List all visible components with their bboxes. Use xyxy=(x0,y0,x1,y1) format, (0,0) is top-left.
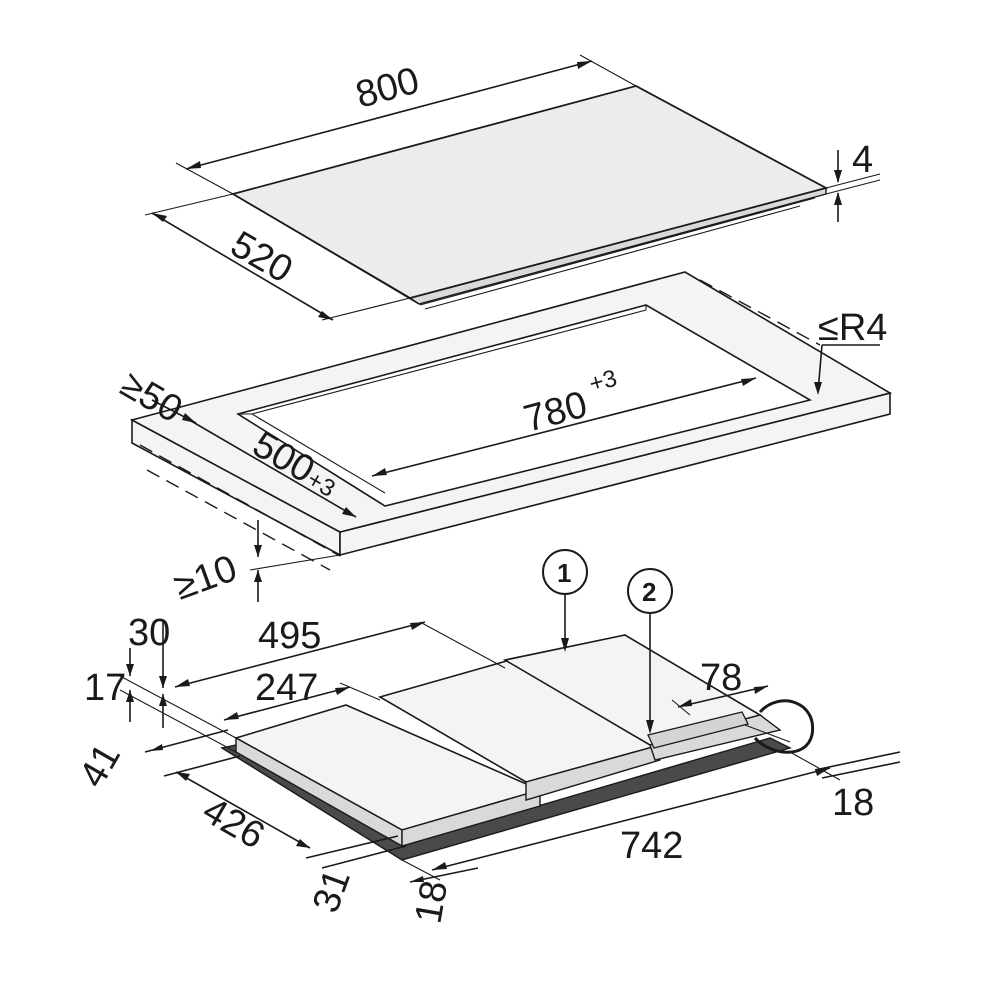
callout-2: 2 xyxy=(627,568,673,734)
dim-radius-label: ≤R4 xyxy=(818,307,887,349)
dim-30: 30 xyxy=(128,612,170,728)
hob-zone-left-front xyxy=(401,789,541,847)
dim-247-label: 247 xyxy=(255,667,318,709)
dim-520-label: 520 xyxy=(224,223,300,291)
dim-41-label: 41 xyxy=(71,737,129,795)
worktop-dash-front-2 xyxy=(146,469,331,571)
dim-78: 78 xyxy=(671,657,769,716)
dim-18-left: 18 xyxy=(408,867,479,927)
dim-800-line xyxy=(185,60,593,170)
dim-742-label: 742 xyxy=(620,825,683,867)
dim-cutout-length-tol: +3 xyxy=(586,365,619,398)
dim-41: 41 xyxy=(71,729,241,795)
worktop-dash-right xyxy=(699,279,821,346)
hob-zone-middle-front xyxy=(525,744,661,801)
dim-4-label: 4 xyxy=(852,139,873,181)
dim-520-line xyxy=(151,212,334,321)
dim-cutout-length-label: 780 xyxy=(519,384,591,441)
dim-247: 247 xyxy=(223,667,381,721)
dim-18-right: 18 xyxy=(814,751,901,824)
worktop-dash-front xyxy=(139,444,341,557)
dim-4: 4 xyxy=(825,139,881,222)
glass-panel xyxy=(230,85,829,310)
worktop-top-surface xyxy=(129,271,893,533)
dim-clearance-label: ≥10 xyxy=(169,547,243,608)
callout-2-label: 2 xyxy=(642,577,656,607)
power-cable xyxy=(753,699,815,754)
callout-1-label: 1 xyxy=(557,558,571,588)
dim-18-right-label: 18 xyxy=(832,782,874,824)
dim-78-label: 78 xyxy=(700,657,742,699)
callout-1: 1 xyxy=(542,549,588,652)
dim-426-label: 426 xyxy=(196,789,272,857)
control-unit xyxy=(647,711,749,749)
dim-495-label: 495 xyxy=(258,615,321,657)
hob-body xyxy=(220,634,815,861)
dim-18-left-label: 18 xyxy=(408,878,457,927)
worktop xyxy=(129,271,893,571)
panel-underframe-2 xyxy=(424,205,801,310)
worktop-front-edge xyxy=(339,391,891,557)
dim-495: 495 xyxy=(174,615,506,688)
dim-17: 17 xyxy=(84,648,237,753)
dim-31-label: 31 xyxy=(305,864,359,918)
dim-17-label: 17 xyxy=(84,667,126,709)
panel-underframe xyxy=(419,197,816,306)
panel-top-surface xyxy=(230,85,829,299)
dim-30-label: 30 xyxy=(128,612,170,654)
dim-radius: ≤R4 xyxy=(814,307,887,395)
